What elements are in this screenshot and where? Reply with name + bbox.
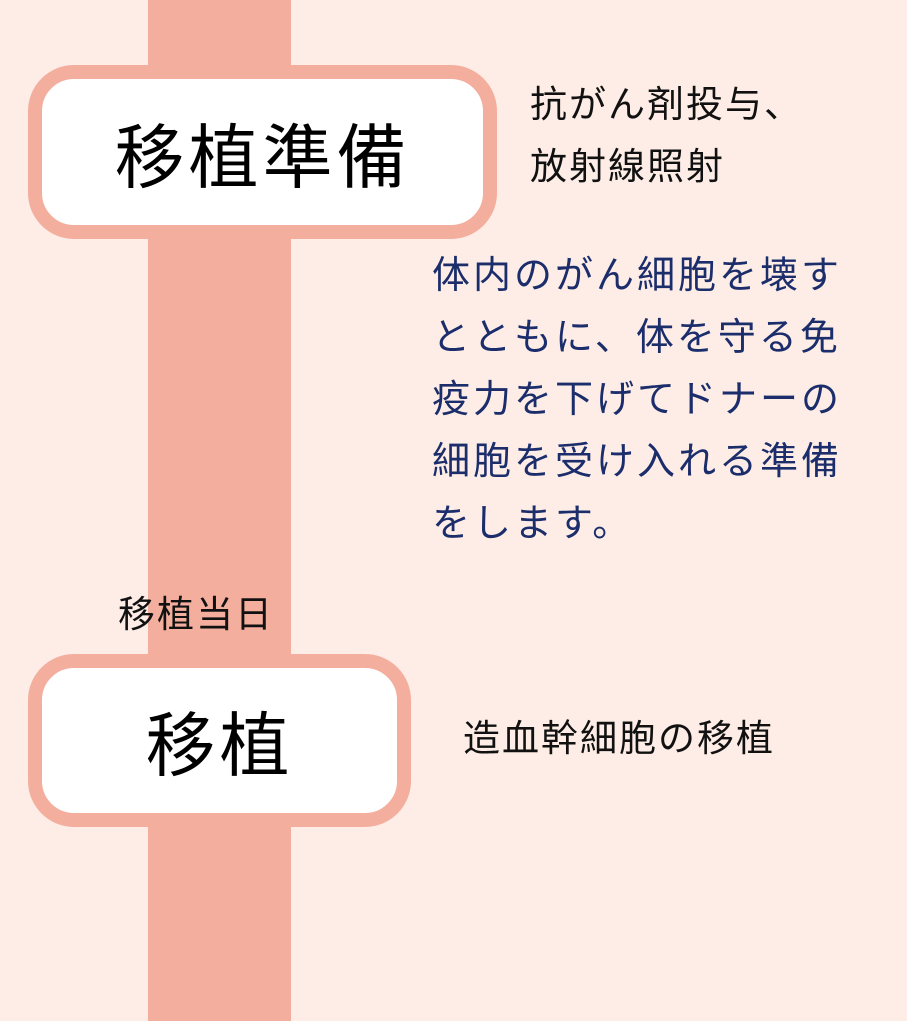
step-box-preparation: 移植準備: [28, 65, 497, 239]
step-description: 体内のがん細胞を壊す とともに、体を守る免 疫力を下げてドナーの 細胞を受け入れ…: [432, 244, 902, 554]
description-line: とともに、体を守る免: [432, 315, 841, 359]
side-note-line: 放射線照射: [530, 145, 725, 188]
description-line: 疫力を下げてドナーの: [432, 377, 843, 421]
description-line: 細胞を受け入れる準備: [432, 439, 843, 483]
step-side-note: 抗がん剤投与、 放射線照射: [530, 74, 803, 198]
step-title: 移植準備: [114, 116, 411, 199]
description-line: 体内のがん細胞を壊す: [432, 253, 843, 297]
step-title: 移植: [145, 705, 294, 787]
side-note-line: 抗がん剤投与、: [530, 83, 803, 126]
description-line: をします。: [432, 501, 634, 545]
step-day-label: 移植当日: [118, 593, 274, 636]
step-box-transplant: 移植: [28, 654, 411, 827]
step-side-note: 造血幹細胞の移植: [463, 717, 775, 760]
